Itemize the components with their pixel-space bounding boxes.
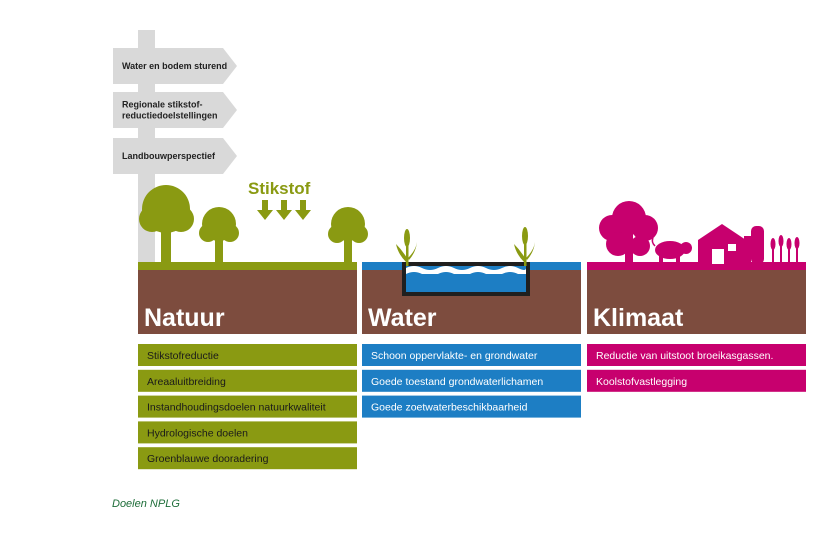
- goal-item-label: Groenblauwe dooradering: [147, 453, 269, 465]
- grain-icon: [770, 235, 800, 264]
- goal-item: Areaaluitbreiding: [138, 369, 357, 392]
- goal-item-label: Goede zoetwaterbeschikbaarheid: [371, 402, 528, 414]
- goal-item: Instandhoudingsdoelen natuurkwaliteit: [138, 395, 357, 418]
- water-surface-left: [362, 262, 402, 270]
- goal-item: Stikstofreductie: [138, 344, 357, 366]
- sign-label: Landbouwperspectief: [122, 151, 216, 161]
- klimaat-soil: [587, 268, 806, 334]
- stikstof-label: Stikstof: [248, 179, 311, 198]
- tree-icon: [328, 207, 368, 264]
- water-surface-right: [530, 262, 581, 270]
- ditch-icon: [402, 262, 530, 296]
- silo-icon: [744, 226, 764, 264]
- tree-icon: [139, 185, 194, 264]
- signpost-sign: Regionale stikstof-reductiedoelstellinge…: [113, 92, 237, 128]
- goal-item-label: Reductie van uitstoot broeikasgassen.: [596, 350, 773, 362]
- goal-item-label: Areaaluitbreiding: [147, 376, 226, 388]
- goal-column-natuur: NatuurStikstofreductieAreaaluitbreidingI…: [138, 304, 357, 470]
- goal-item: Hydrologische doelen: [138, 421, 357, 444]
- goal-item: Goede zoetwaterbeschikbaarheid: [362, 395, 581, 418]
- signpost-sign: Water en bodem sturend: [113, 48, 237, 84]
- column-title: Klimaat: [593, 304, 684, 332]
- goal-item: Reductie van uitstoot broeikasgassen.: [587, 344, 806, 366]
- sign-label: Water en bodem sturend: [122, 61, 227, 71]
- goal-item: Groenblauwe dooradering: [138, 447, 357, 470]
- goal-item: Goede toestand grondwaterlichamen: [362, 369, 581, 392]
- goal-item: Schoon oppervlakte- en grondwater: [362, 344, 581, 366]
- goal-item-label: Hydrologische doelen: [147, 427, 248, 439]
- signpost-sign: Landbouwperspectief: [113, 138, 237, 174]
- pig-icon: [651, 237, 692, 264]
- goal-item-label: Koolstofvastlegging: [596, 376, 687, 388]
- goal-item-label: Instandhoudingsdoelen natuurkwaliteit: [147, 402, 326, 414]
- goal-columns: NatuurStikstofreductieAreaaluitbreidingI…: [138, 304, 806, 470]
- natuur-grass: [138, 262, 357, 270]
- column-title: Water: [368, 304, 437, 332]
- reed-icon: [396, 229, 417, 266]
- tree-icon: [199, 207, 239, 264]
- tree-icon: [599, 201, 658, 264]
- klimaat-ground: [587, 262, 806, 270]
- goal-item-label: Goede toestand grondwaterlichamen: [371, 376, 543, 388]
- figure-caption: Doelen NPLG: [112, 498, 180, 510]
- natuur-soil: [138, 268, 357, 334]
- goal-item: Koolstofvastlegging: [587, 369, 806, 392]
- goal-item-label: Schoon oppervlakte- en grondwater: [371, 350, 538, 362]
- goal-item-label: Stikstofreductie: [147, 350, 219, 362]
- column-title: Natuur: [144, 304, 225, 332]
- farm-barn-icon: [698, 224, 746, 264]
- reed-icon: [514, 227, 535, 266]
- down-arrow-icon: [257, 200, 311, 220]
- sign-label: Regionale stikstof-reductiedoelstellinge…: [122, 100, 218, 121]
